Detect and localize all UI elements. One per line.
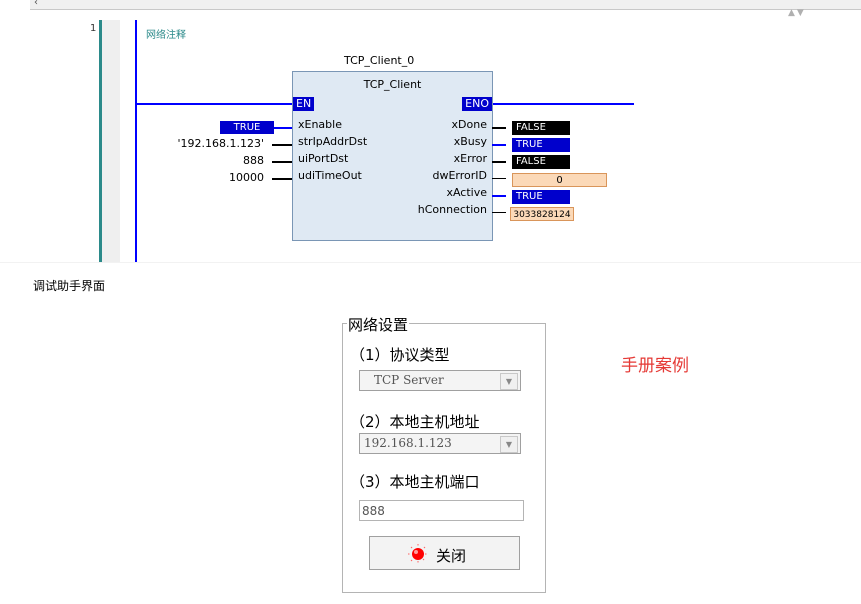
output-value-xbusy[interactable]: TRUE <box>512 138 570 152</box>
chevron-down-icon[interactable]: ▼ <box>500 436 518 453</box>
network-comment[interactable]: 网络注释 <box>146 30 186 41</box>
chevron-down-icon[interactable]: ▼ <box>500 373 518 390</box>
en-pin: EN <box>293 97 315 111</box>
output-value-dwerrorid[interactable]: 0 <box>512 173 607 187</box>
close-button[interactable]: 关闭 <box>369 536 520 570</box>
output-pin-xbusy: xBusy <box>453 135 487 148</box>
output-value-hconnection[interactable]: 3033828124 <box>510 207 574 221</box>
eno-wire <box>492 103 634 105</box>
output-pin-dwerrorid: dwErrorID <box>432 169 487 182</box>
input-wire-xenable <box>274 127 292 129</box>
manual-case-annotation: 手册案例 <box>621 356 689 376</box>
network-settings-panel: 网络设置 （1）协议类型 TCP Server ▼ （2）本地主机地址 192.… <box>342 313 546 593</box>
output-wire-xbusy <box>492 144 506 146</box>
block-type: TCP_Client <box>363 78 422 91</box>
port-input[interactable] <box>359 500 524 521</box>
eno-pin: ENO <box>462 97 492 111</box>
input-value-uiportdst[interactable]: 888 <box>243 154 264 167</box>
ladder-editor[interactable]: ‹ ▲▼ 1 网络注释 TCP_Client_0 TCP_Client EN E… <box>0 0 861 262</box>
rung-number: 1 <box>90 23 97 34</box>
host-label: （2）本地主机地址 <box>350 413 480 431</box>
input-pin-xenable: xEnable <box>298 118 342 131</box>
input-pin-uiportdst: uiPortDst <box>298 152 349 165</box>
input-value-stripaddrdst[interactable]: '192.168.1.123' <box>177 137 264 150</box>
scroll-left-icon[interactable]: ‹ <box>34 0 38 8</box>
host-value: 192.168.1.123 <box>364 436 452 450</box>
left-power-rail <box>135 20 137 262</box>
group-title: 网络设置 <box>347 314 410 335</box>
group-box <box>342 323 546 593</box>
input-wire-uiportdst <box>272 161 292 163</box>
output-value-xerror[interactable]: FALSE <box>512 155 570 169</box>
input-pin-stripaddrdst: strIpAddrDst <box>298 135 368 148</box>
output-wire-xdone <box>492 127 506 129</box>
output-wire-xerror <box>492 161 506 163</box>
en-wire <box>136 103 292 105</box>
output-wire-dwerrorid <box>492 178 506 179</box>
input-wire-stripaddrdst <box>272 144 292 146</box>
section-caption: 调试助手界面 <box>33 279 106 293</box>
protocol-label: （1）协议类型 <box>350 346 450 364</box>
output-pin-xdone: xDone <box>451 118 487 131</box>
scroll-updown-icon[interactable]: ▲▼ <box>788 8 806 18</box>
protocol-select[interactable]: TCP Server ▼ <box>359 370 521 391</box>
input-value-uditimeout[interactable]: 10000 <box>229 171 264 184</box>
port-label: （3）本地主机端口 <box>350 473 480 491</box>
gutter-line <box>99 20 102 262</box>
red-led-icon <box>408 544 428 564</box>
output-wire-hconnection <box>492 212 506 213</box>
output-value-xactive[interactable]: TRUE <box>512 190 570 204</box>
output-pin-xerror: xError <box>453 152 487 165</box>
gutter <box>102 20 120 262</box>
output-pin-xactive: xActive <box>446 186 487 199</box>
host-select[interactable]: 192.168.1.123 ▼ <box>359 433 521 454</box>
editor-divider <box>0 262 861 263</box>
function-block[interactable]: TCP_Client EN ENO xEnable strIpAddrDst u… <box>292 71 493 241</box>
horizontal-scrollbar[interactable] <box>30 0 861 10</box>
input-pin-uditimeout: udiTimeOut <box>298 169 362 182</box>
output-pin-hconnection: hConnection <box>417 203 487 216</box>
close-button-label: 关闭 <box>436 547 467 565</box>
protocol-value: TCP Server <box>374 373 444 387</box>
input-wire-uditimeout <box>272 178 292 180</box>
output-wire-xactive <box>492 195 506 197</box>
output-value-xdone[interactable]: FALSE <box>512 121 570 135</box>
input-value-xenable[interactable]: TRUE <box>220 121 274 134</box>
block-instance-name[interactable]: TCP_Client_0 <box>344 54 415 67</box>
